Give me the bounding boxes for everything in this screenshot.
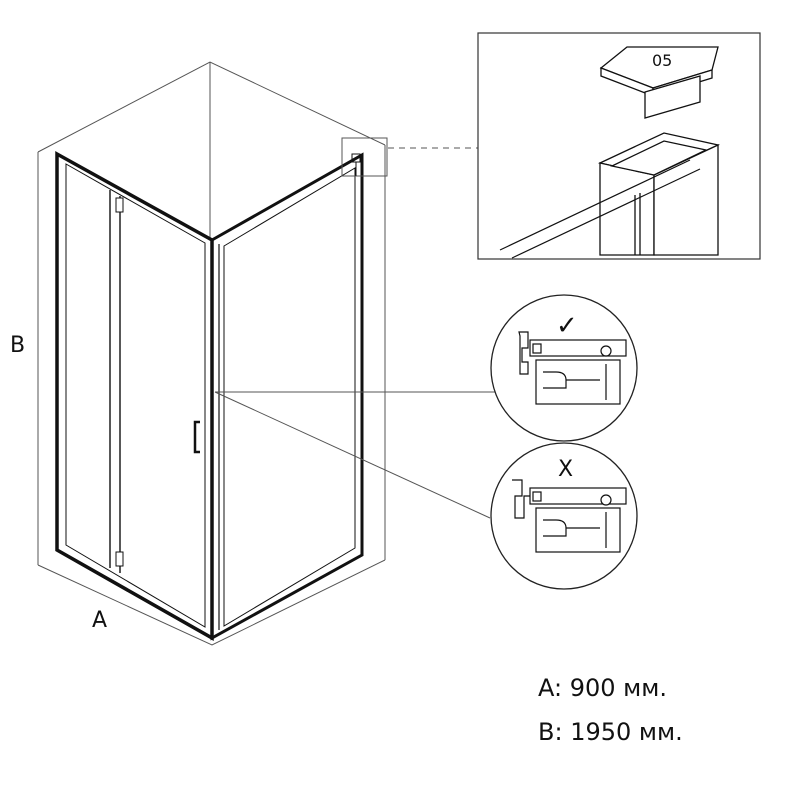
- dimension-b-spec: B: 1950 мм.: [538, 720, 683, 744]
- dimension-a-label: A:: [538, 674, 563, 702]
- door-hinges: [115, 197, 124, 567]
- width-axis-label: A: [92, 608, 108, 633]
- dimension-b-value: 1950 мм.: [570, 718, 683, 746]
- dimension-a-value: 900 мм.: [569, 674, 668, 702]
- height-axis-label: B: [10, 333, 26, 358]
- glass-edge-lines: [499, 159, 701, 259]
- detail-marker: [341, 137, 388, 177]
- door-handle: [193, 420, 200, 454]
- dimension-a-spec: A: 900 мм.: [538, 676, 667, 700]
- incorrect-profile: [512, 479, 627, 553]
- detail-marker-content: [351, 153, 361, 176]
- dimension-b-label: B:: [538, 718, 563, 746]
- end-cap-part: [599, 46, 719, 119]
- frame-profile: [597, 132, 721, 256]
- correct-profile: [518, 331, 627, 405]
- part-number: 05: [652, 51, 672, 70]
- incorrect-x-mark: X: [558, 457, 573, 482]
- side-panel: [210, 152, 364, 641]
- correct-check-mark: ✓: [556, 311, 578, 341]
- leader-lines: [214, 147, 498, 519]
- front-panel: [55, 151, 214, 642]
- room-walls: [37, 61, 386, 646]
